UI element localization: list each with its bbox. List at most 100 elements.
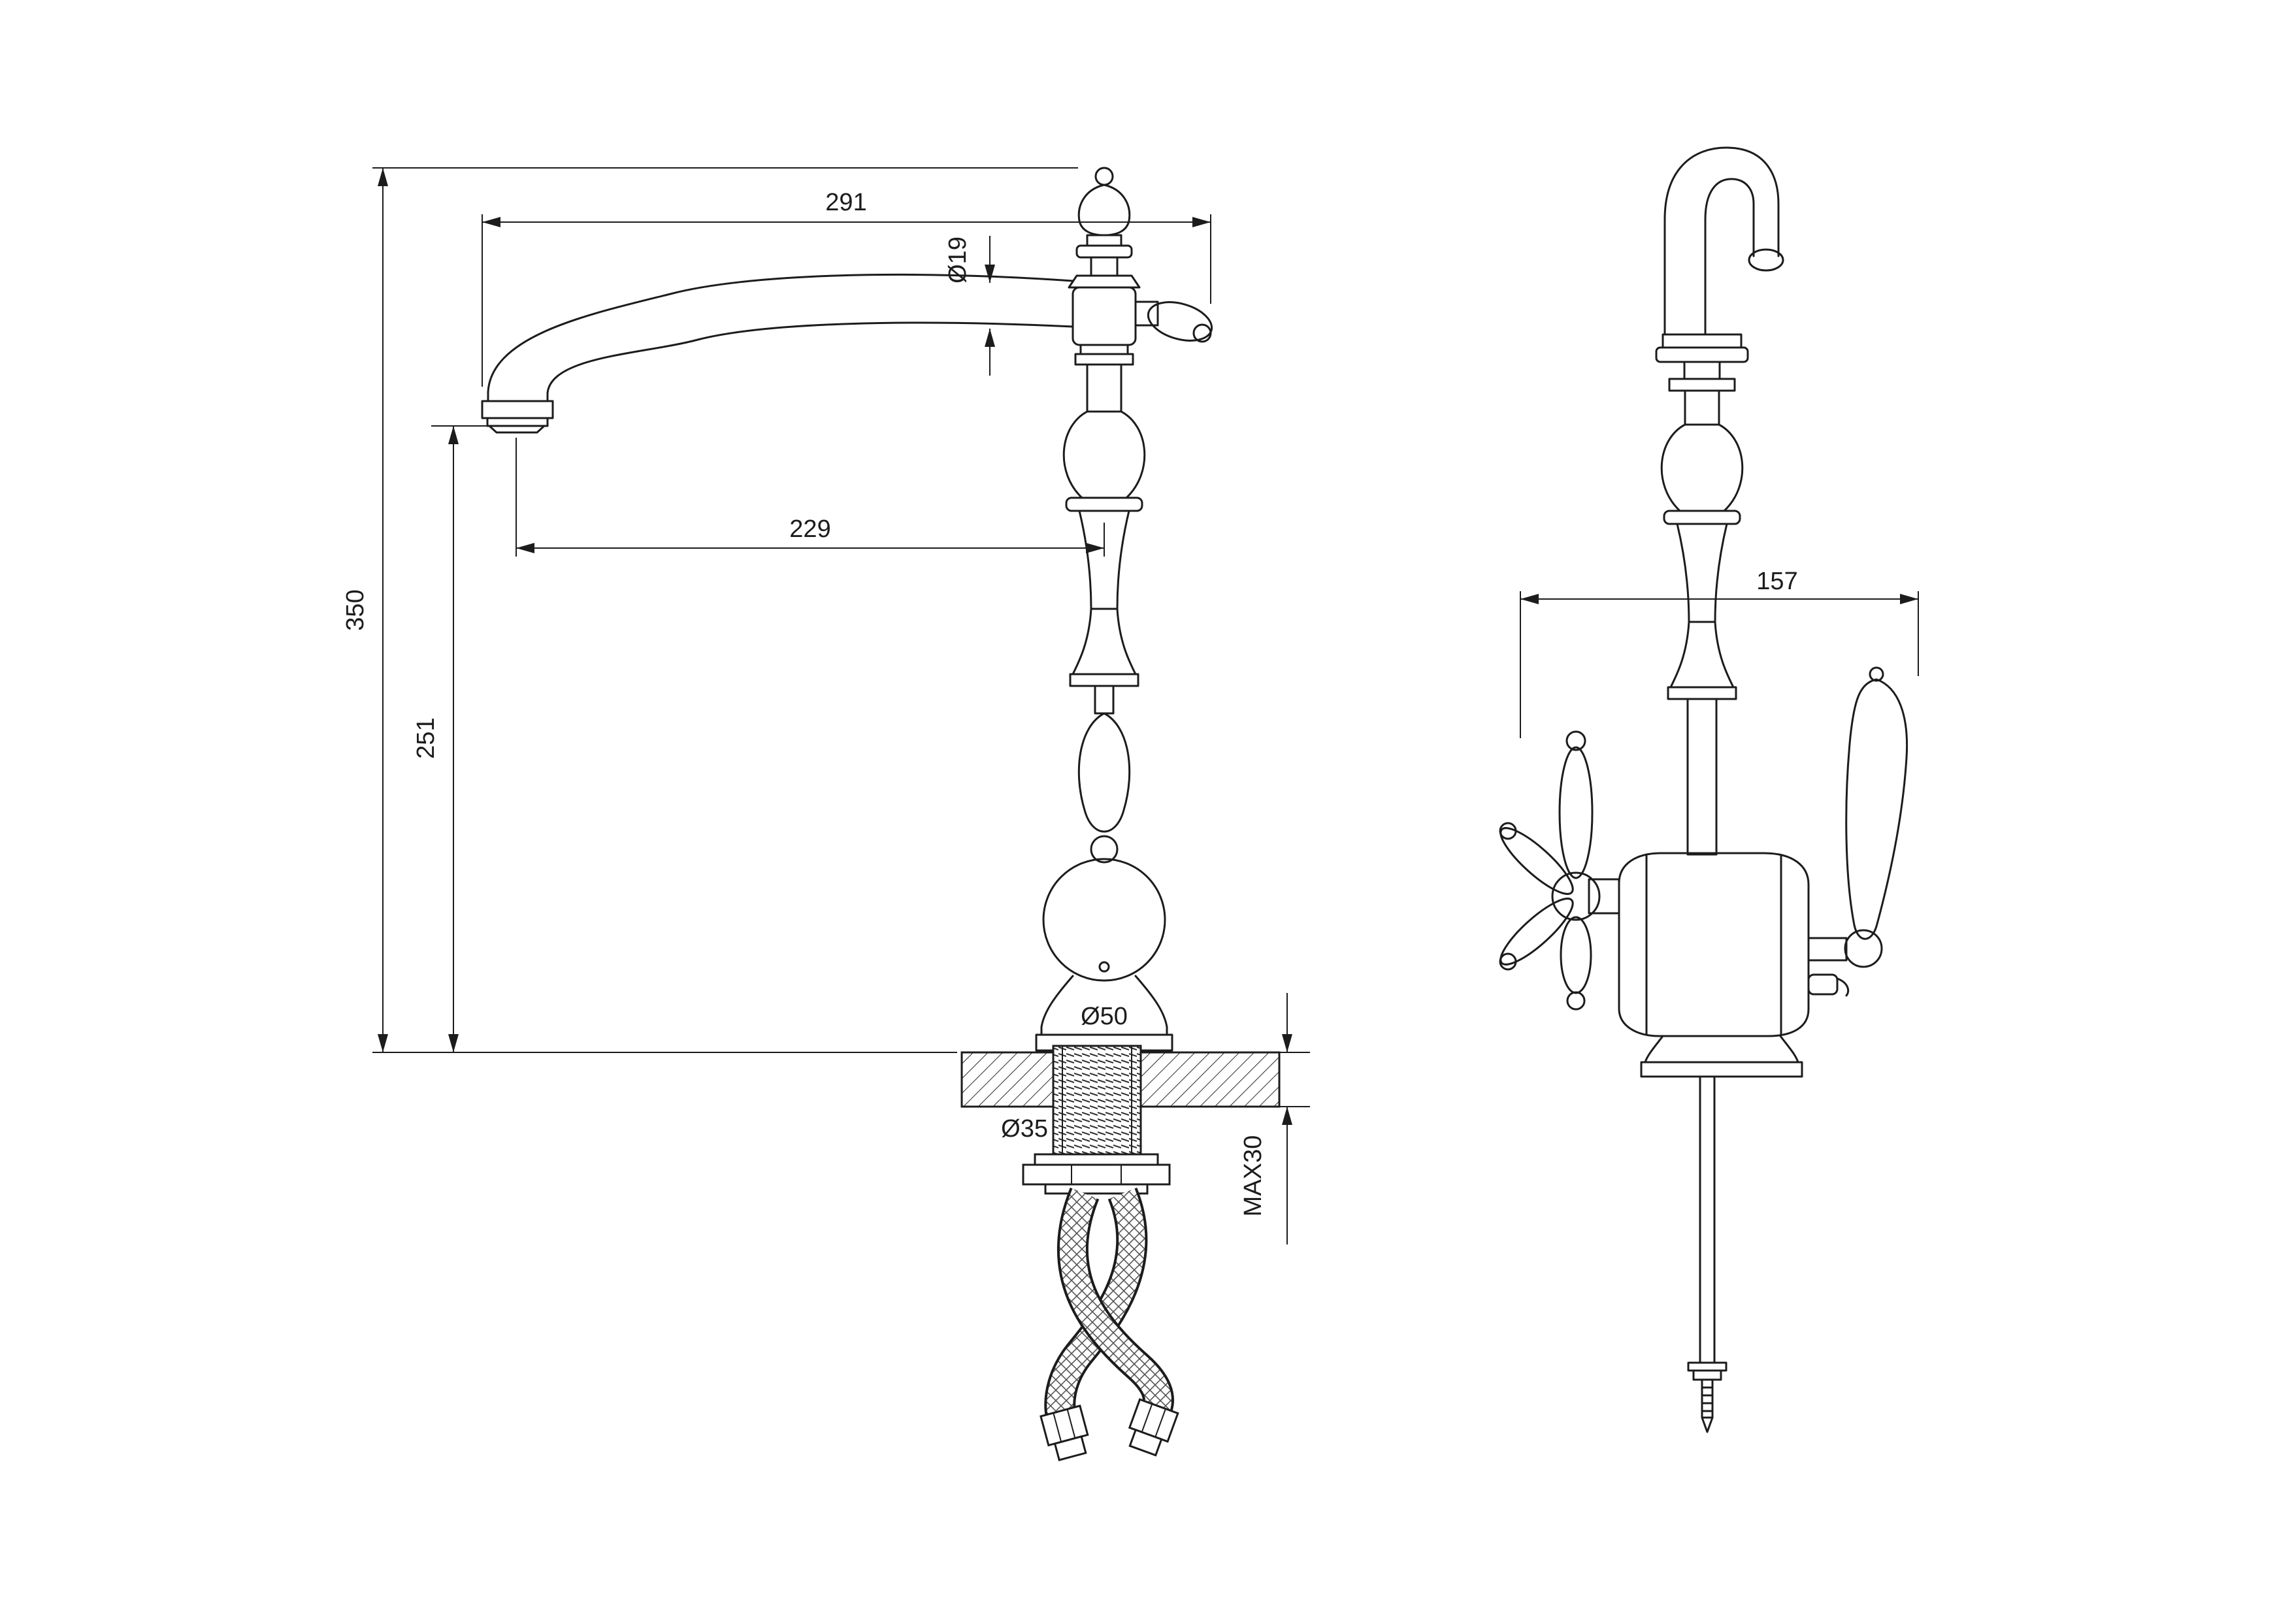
column-barrel [1062,410,1146,499]
side-neck [1686,698,1718,856]
column-shaft [1086,363,1122,413]
body-sphere [1042,858,1166,982]
side-collar-ring-2 [1655,346,1749,363]
washer [1034,1153,1159,1166]
arrowhead-left [482,217,500,227]
fitting-facet [1154,1408,1166,1438]
cross-spoke-diag-up [1499,827,1574,895]
arrowhead-right [1900,594,1918,604]
front-view [481,167,1281,1461]
stud-washer [1687,1361,1727,1372]
side-collar-disc [1668,378,1736,392]
side-column-barrel [1660,423,1744,512]
mounting [960,1045,1281,1195]
supply-hoses [1040,1187,1179,1461]
side-view-dimensions: 157 [1520,568,1919,738]
cross-handle-stem [1588,878,1620,915]
arrowhead-top [378,168,388,186]
flare-disc [1068,274,1141,289]
right-handle-ball [1192,323,1212,343]
aerator-band [486,417,549,427]
arrowhead-bottom [378,1034,388,1052]
dim-d35-label: Ø35 [1001,1115,1048,1143]
side-column-ring [1663,510,1741,525]
dim-overall-spout-width: 291 [482,189,1211,387]
finial-acorn [1077,184,1131,236]
dim-d19-label: Ø19 [944,236,972,284]
cross-spoke-diag-down [1499,898,1574,966]
side-spout [1655,146,1784,392]
body-outlet-dot [1098,961,1110,973]
arrowhead-right [1192,217,1211,227]
cross-spoke-diag-up-ball [1499,822,1517,840]
fitting-facet [1066,1408,1076,1438]
side-threaded-stud [1687,1075,1727,1433]
side-cross-handle [1499,730,1620,1011]
spout-bottom-edge [546,321,1074,395]
side-spout-end-cap [1748,248,1784,272]
front-handle-teardrop [1077,712,1131,833]
side-column-taper [1676,523,1728,623]
arrowhead-top [985,265,995,283]
neck [1090,256,1119,277]
arrowhead-top [1282,1034,1292,1052]
spout-top-edge [487,273,1074,393]
finial-disc [1075,244,1133,259]
column-ring-3 [1065,496,1143,512]
lever-stem [1807,937,1848,962]
side-body [1618,852,1850,1078]
right-handle-lever [1147,301,1213,342]
cross-spoke-diag-down-ball [1499,952,1517,971]
front-view-dimensions: 291 350 251 229 [342,167,1310,1244]
arrowhead-left [1520,594,1539,604]
side-base-flange [1644,1035,1799,1064]
lock-nut [1022,1163,1171,1186]
column [1062,167,1213,687]
side-outlet-lip [1836,977,1850,997]
dim-251-label: 251 [412,717,440,758]
front-handle-ball [1090,835,1119,864]
arrowhead-bottom [448,1034,459,1052]
spout [481,273,1074,434]
stud-nut [1692,1369,1722,1381]
front-handle-stem [1094,685,1115,715]
arrowhead-bottom [985,329,995,347]
column-collar [1069,673,1139,687]
dim-d50-label: Ø50 [1081,1003,1128,1030]
cross-spoke-up-ball [1565,730,1586,751]
cross-spoke-up [1558,746,1594,879]
side-lever-handle [1807,666,1908,968]
finial-collar [1086,234,1122,247]
cross-spoke-down [1560,916,1592,994]
dim-max30-label: MAX30 [1239,1135,1267,1217]
side-column [1660,389,1744,856]
cross-handle-hub [1551,871,1601,921]
dim-base-diameter: Ø50 [1081,1003,1128,1030]
dim-spout-reach: 229 [516,438,1105,557]
arrowhead-left [516,543,534,553]
side-spout-inner [1704,178,1755,336]
right-handle-stem [1134,300,1159,327]
arrowhead-right [1086,543,1104,553]
dim-229-label: 229 [789,515,830,543]
lever-teardrop [1845,678,1908,940]
hose-fitting-left [1040,1405,1089,1461]
mounting-shank [1052,1045,1142,1156]
fitting-facet [1053,1412,1062,1442]
column-lower-flare [1072,608,1137,675]
side-column-shaft [1684,389,1720,426]
dim-mounting-hole-diameter: Ø35 [1001,1115,1048,1143]
arrowhead-top [448,426,459,444]
dim-spout-tube-diameter: Ø19 [944,236,995,376]
side-outlet-stub [1807,973,1839,996]
lever-cap [1869,666,1884,682]
column-ring-1 [1079,344,1129,355]
aerator-tip [488,425,546,434]
dim-spout-outlet-height: 251 [412,425,487,1052]
finial-tip-ball [1094,167,1114,186]
arrowhead-bottom [1282,1107,1292,1125]
side-base-plinth [1640,1061,1803,1078]
dim-overall-height: 350 [342,167,1078,1053]
